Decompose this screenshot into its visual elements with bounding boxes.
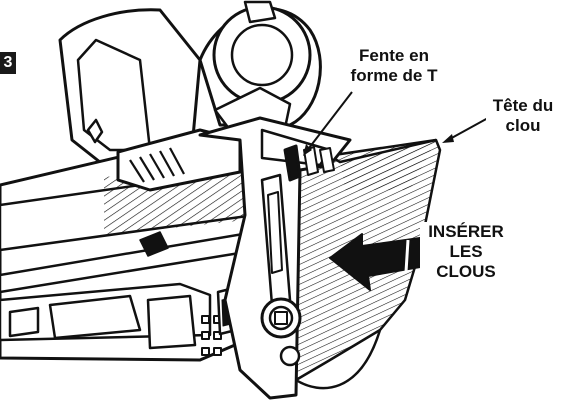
insert-nails-label: INSÉRER LES CLOUS	[420, 222, 512, 282]
nail-head-label-line-1: Tête du	[492, 96, 554, 115]
figure-number-badge: 3	[0, 52, 16, 74]
t-slot-label: Fente en forme de T	[342, 46, 446, 86]
tool-housing	[58, 0, 322, 172]
t-slot-arrowhead	[303, 144, 312, 156]
t-slot-label-line-2: forme de T	[350, 66, 438, 85]
nail-head-arrowhead	[442, 134, 454, 143]
grip-block	[116, 128, 242, 192]
t-slot-label-line-1: Fente en	[359, 46, 429, 65]
nail-head-label-line-2: clou	[505, 116, 541, 135]
nail-head-label: Tête du clou	[486, 96, 560, 136]
insert-nails-label-line-1: INSÉRER	[420, 222, 512, 242]
t-slot-leader	[305, 91, 353, 153]
nail-head-leader	[447, 117, 489, 141]
magazine-nose	[198, 116, 352, 400]
insert-nails-label-line-2: LES	[420, 242, 512, 262]
leader-lines	[303, 91, 489, 156]
insert-nails-label-line-3: CLOUS	[420, 262, 512, 282]
